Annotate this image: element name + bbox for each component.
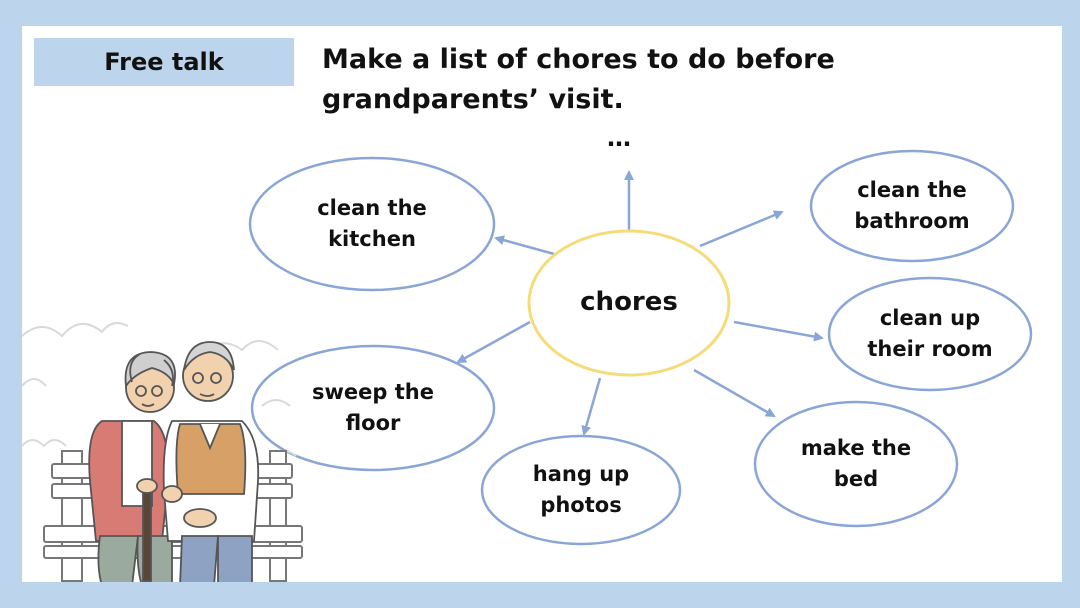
node-label-floor: sweep the floor xyxy=(312,379,434,435)
node-bed-ellipse xyxy=(753,400,959,528)
arrow-room xyxy=(733,320,824,342)
node-label-bathroom: clean the bathroom xyxy=(854,178,970,233)
arrow-photos xyxy=(581,377,602,436)
node-label-kitchen: clean the kitchen xyxy=(317,195,427,251)
free-talk-tag: Free talk xyxy=(34,38,294,86)
node-kitchen-ellipse xyxy=(248,156,496,292)
node-room-ellipse xyxy=(827,276,1033,392)
node-photos-ellipse xyxy=(480,434,682,546)
node-floor-ellipse xyxy=(250,344,496,472)
slide: Free talk Make a list of chores to do be… xyxy=(22,26,1062,582)
grandparents-illustration xyxy=(22,322,303,582)
center-ellipse xyxy=(527,229,731,377)
node-label-room: clean up their room xyxy=(867,305,993,361)
node-bathroom-ellipse xyxy=(809,149,1015,263)
arrow-kitchen xyxy=(494,235,555,256)
arrow-bed xyxy=(693,368,776,418)
prompt-text: Make a list of chores to do before grand… xyxy=(322,44,835,115)
node-label-photos: hang up photos xyxy=(532,461,630,517)
node-label-bed: make the bed xyxy=(800,435,912,491)
more-ellipsis: … xyxy=(607,124,631,152)
center-label: chores xyxy=(580,287,678,318)
arrow-bathroom xyxy=(699,210,784,248)
mind-map xyxy=(248,149,1033,546)
arrow-floor xyxy=(456,320,531,364)
